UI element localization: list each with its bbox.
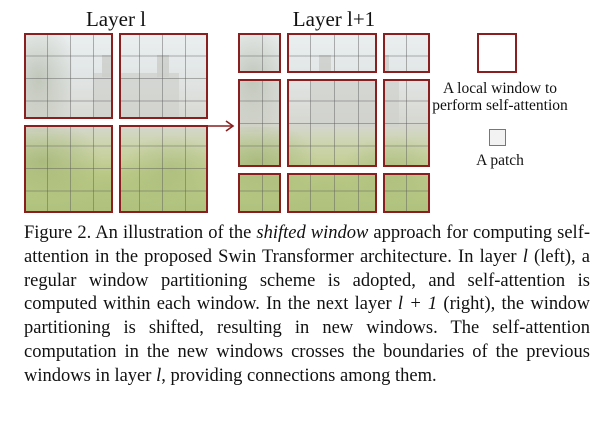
caption-emphasis: shifted window [256,223,369,243]
window-r3-c1 [238,173,281,213]
window-top-left [24,33,113,119]
caption-prefix: Figure 2. An illustration of the [24,223,257,243]
window-r1-c3 [383,33,430,73]
window-r2-c3 [383,79,430,167]
window-bottom-right [119,125,208,213]
layer-l-plus-1-title: Layer l+1 [292,7,376,31]
window-r3-c2 [287,173,377,213]
window-r2-c2 [287,79,377,167]
layer-l-plus-1-window-grid [238,33,430,213]
window-bottom-left [24,125,113,213]
legend-window-label: A local window to [442,80,558,97]
caption-var-l: l [522,246,528,267]
window-r2-c1 [238,79,281,167]
window-r1-c2 [287,33,377,73]
legend-patch-label: A patch [476,152,524,169]
layer-l-window-grid [24,33,208,213]
patch-grid-lines [238,33,430,213]
caption-part-2: approach for computing self-attention in… [24,223,591,267]
window-top-right [119,33,208,119]
caption-part-4: (right), the window partitioning is shif… [24,294,590,386]
window-r1-c1 [238,33,281,73]
caption-part-5: , providing connections among them. [161,365,437,386]
caption-var-l-plus-1: l + 1 [397,294,438,315]
layer-l-title: Layer l [85,7,147,31]
window-r3-c3 [383,173,430,213]
arrow-right-icon [206,120,235,132]
caption-var-l-2: l [156,365,162,386]
caption-part-3: (left), a regular window partitioning sc… [24,246,591,315]
figure-caption: Figure 2. An illustration of the shifted… [24,222,590,389]
legend-window-label-cont: perform self-attention [432,97,568,114]
legend-window-swatch [477,33,517,73]
legend-patch-swatch [489,129,506,146]
